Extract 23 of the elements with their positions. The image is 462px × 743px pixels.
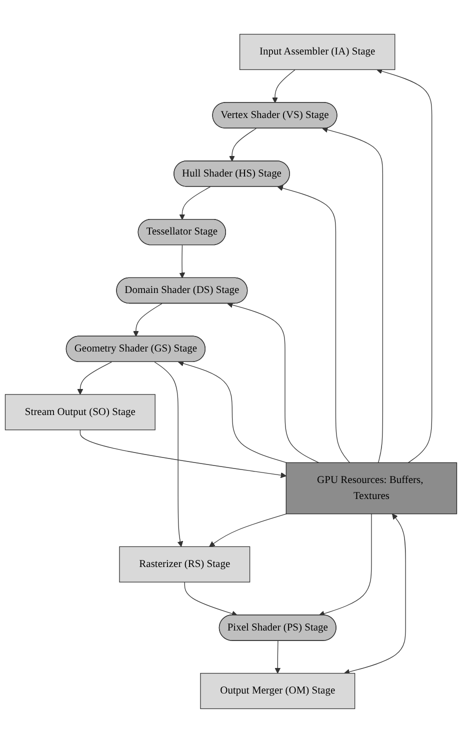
arrow: [209, 514, 287, 547]
arrow: [179, 244, 186, 278]
arrow: [274, 640, 281, 674]
arrow: [322, 126, 384, 464]
node-box: Rasterizer (RS) Stage: [119, 546, 250, 582]
arrow: [344, 514, 406, 675]
arrow: [80, 430, 286, 478]
arrow: [178, 360, 287, 464]
arrow: [272, 69, 296, 104]
arrow: [154, 362, 184, 547]
node-box: Output Merger (OM) Stage: [200, 672, 356, 710]
node-box: GPU Resources: Buffers, Textures: [286, 462, 458, 514]
arrow: [227, 302, 320, 464]
arrow: [277, 185, 350, 464]
arrow: [77, 362, 112, 395]
arrow: [229, 128, 257, 162]
node-box: Input Assembler (IA) Stage: [239, 34, 396, 70]
arrow: [133, 303, 162, 337]
arrow: [376, 68, 432, 464]
arrow: [318, 514, 372, 616]
arrow: [179, 186, 211, 220]
arrow: [184, 582, 238, 616]
node-box: Stream Output (SO) Stage: [4, 394, 156, 430]
